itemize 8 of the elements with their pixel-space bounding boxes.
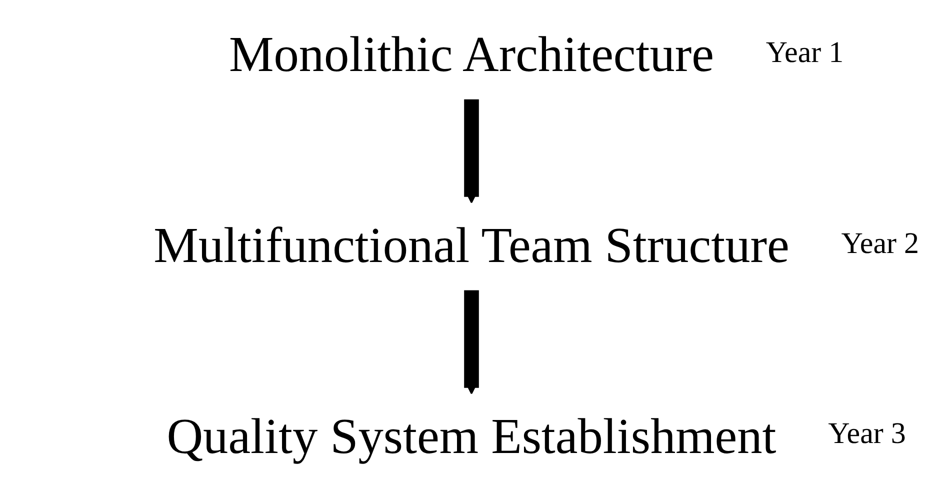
year-label: Year 1 bbox=[766, 36, 844, 70]
year-label: Year 2 bbox=[841, 226, 920, 260]
node-text: Multifunctional Team Structure bbox=[154, 219, 790, 274]
arrow bbox=[464, 99, 479, 204]
node-text: Monolithic Architecture bbox=[228, 28, 714, 83]
year-label: Year 3 bbox=[828, 417, 906, 452]
arrow bbox=[464, 290, 479, 394]
node-text: Quality System Establishment bbox=[166, 410, 776, 465]
